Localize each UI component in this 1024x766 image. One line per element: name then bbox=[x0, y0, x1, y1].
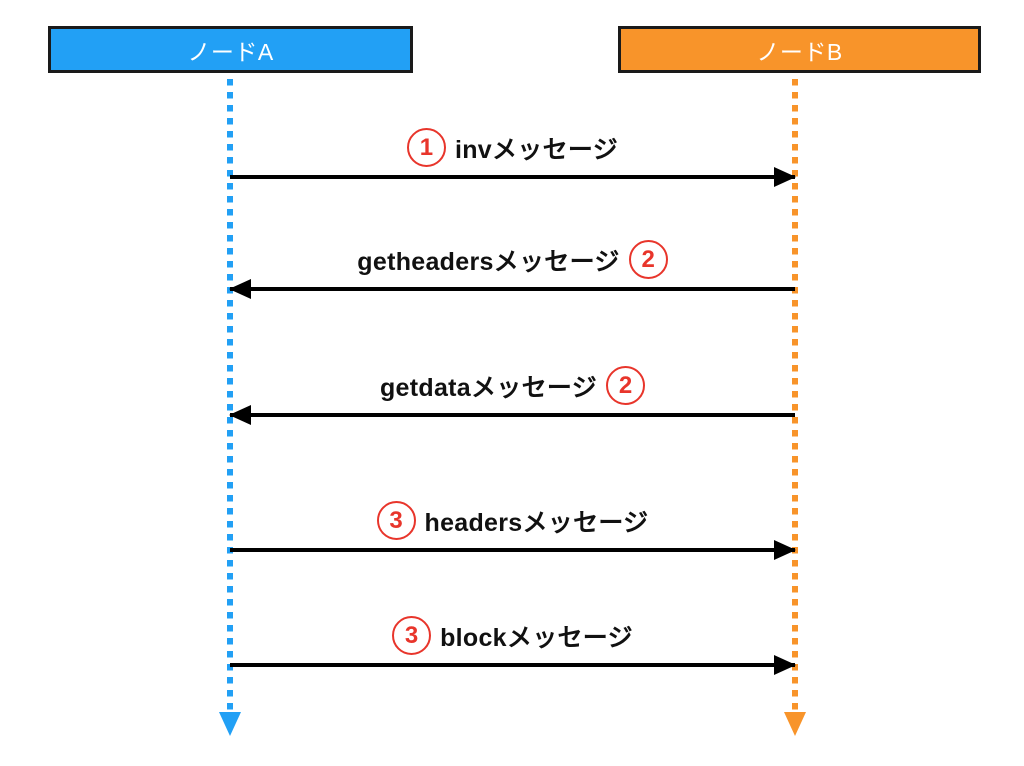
participant-box-node-b: ノードB bbox=[618, 26, 981, 73]
step-number-badge-3: 2 bbox=[606, 366, 645, 405]
message-label-group-3: 2 getdataメッセージ bbox=[230, 366, 795, 405]
step-number-badge-5: 3 bbox=[392, 616, 432, 655]
lifeline-dotted-line-node-a bbox=[227, 79, 233, 716]
message-line-4 bbox=[230, 548, 795, 552]
arrow-left-icon-2 bbox=[229, 279, 251, 299]
message-line-2 bbox=[230, 287, 795, 291]
message-text-4: headersメッセージ bbox=[424, 508, 649, 537]
lifeline-dotted-line-node-b bbox=[792, 79, 798, 716]
lifeline-node-b bbox=[784, 79, 806, 736]
message-text-2: getheadersメッセージ bbox=[357, 247, 620, 276]
participant-box-node-a: ノードA bbox=[48, 26, 413, 73]
step-number-badge-2: 2 bbox=[628, 240, 668, 279]
message-line-1 bbox=[230, 175, 795, 179]
message-text-5: blockメッセージ bbox=[440, 623, 633, 652]
lifeline-node-a bbox=[219, 79, 241, 736]
message-label-group-5: 3 blockメッセージ bbox=[230, 616, 795, 655]
message-line-3 bbox=[230, 413, 795, 417]
message-line-5 bbox=[230, 663, 795, 667]
message-label-group-4: 3 headersメッセージ bbox=[230, 501, 795, 540]
message-text-3: getdataメッセージ bbox=[379, 373, 597, 402]
lifeline-arrowhead-down-icon-node-a bbox=[219, 712, 241, 736]
lifeline-arrowhead-down-icon-node-b bbox=[784, 712, 806, 736]
arrow-right-icon-5 bbox=[774, 655, 796, 675]
message-label-group-2: 2 getheadersメッセージ bbox=[230, 240, 795, 279]
participant-label-node-b: ノードB bbox=[756, 38, 843, 65]
step-number-badge-1: 1 bbox=[406, 128, 446, 167]
arrow-right-icon-4 bbox=[774, 540, 796, 560]
message-label-group-1: 1 invメッセージ bbox=[230, 128, 795, 167]
message-text-1: invメッセージ bbox=[454, 135, 619, 164]
arrow-left-icon-3 bbox=[229, 405, 251, 425]
participant-label-node-a: ノードA bbox=[187, 38, 274, 65]
step-number-badge-4: 3 bbox=[376, 501, 416, 540]
arrow-right-icon-1 bbox=[774, 167, 796, 187]
